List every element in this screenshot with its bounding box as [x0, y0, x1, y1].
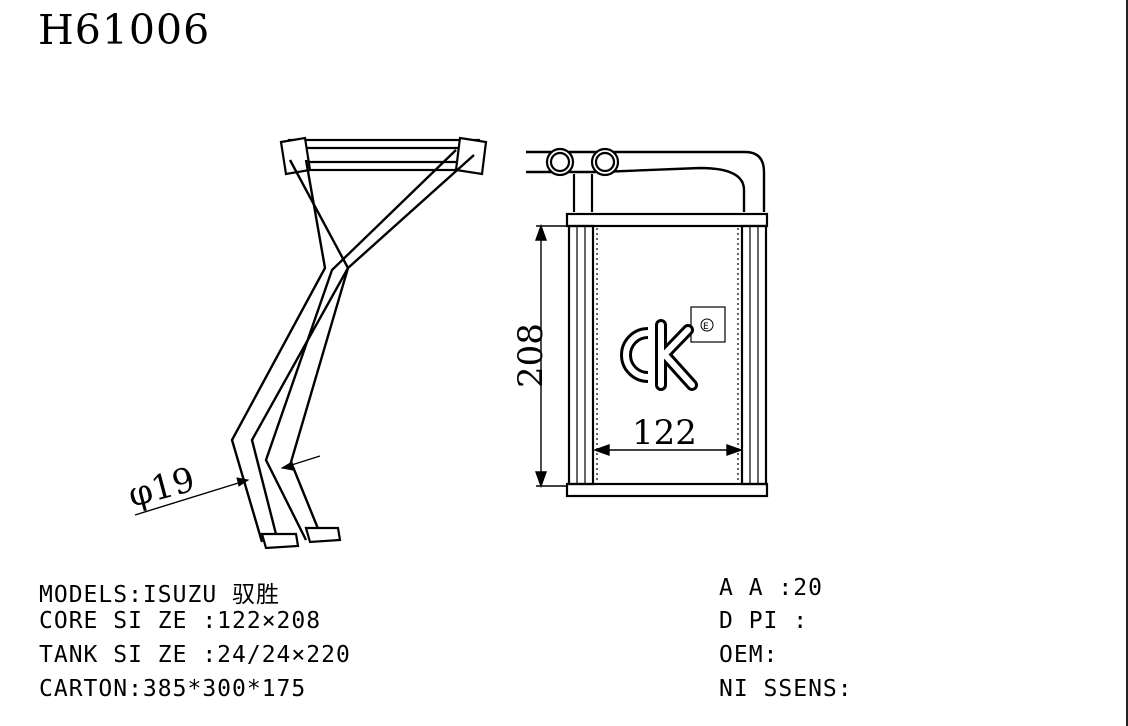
core-top-plate: [565, 212, 769, 228]
spec-nissens: NI SSENS:: [719, 676, 853, 702]
pipe-left-outer: [250, 159, 350, 543]
height-dimension: [535, 223, 568, 489]
height-dimension-label: 208: [511, 323, 551, 388]
pipe-right-outer: [289, 154, 475, 537]
tank-right: [740, 224, 768, 486]
spec-tank-size: TANK SI ZE :24/24×220: [39, 642, 351, 668]
side-view: [134, 136, 488, 550]
core-bottom-plate: [565, 482, 769, 498]
spec-aa: A A :20: [719, 575, 823, 601]
ck-logo: E: [620, 306, 726, 391]
part-number-title: H61006: [38, 6, 211, 54]
pipe-diameter-label: φ19: [124, 460, 199, 516]
tank-left: [567, 224, 595, 486]
front-view: [526, 147, 769, 498]
spec-oem: OEM:: [719, 642, 779, 668]
spec-core-size: CORE SI ZE :122×208: [39, 608, 322, 634]
spec-carton: CARTON:385*300*175: [39, 676, 307, 702]
page-border: [1126, 0, 1128, 726]
spec-models: MODELS:ISUZU 驭胜: [39, 582, 281, 608]
logo-mark: E: [703, 322, 709, 332]
spec-dpi: D PI :: [719, 608, 809, 634]
width-dimension: [592, 444, 744, 456]
width-dimension-label: 122: [632, 413, 697, 453]
